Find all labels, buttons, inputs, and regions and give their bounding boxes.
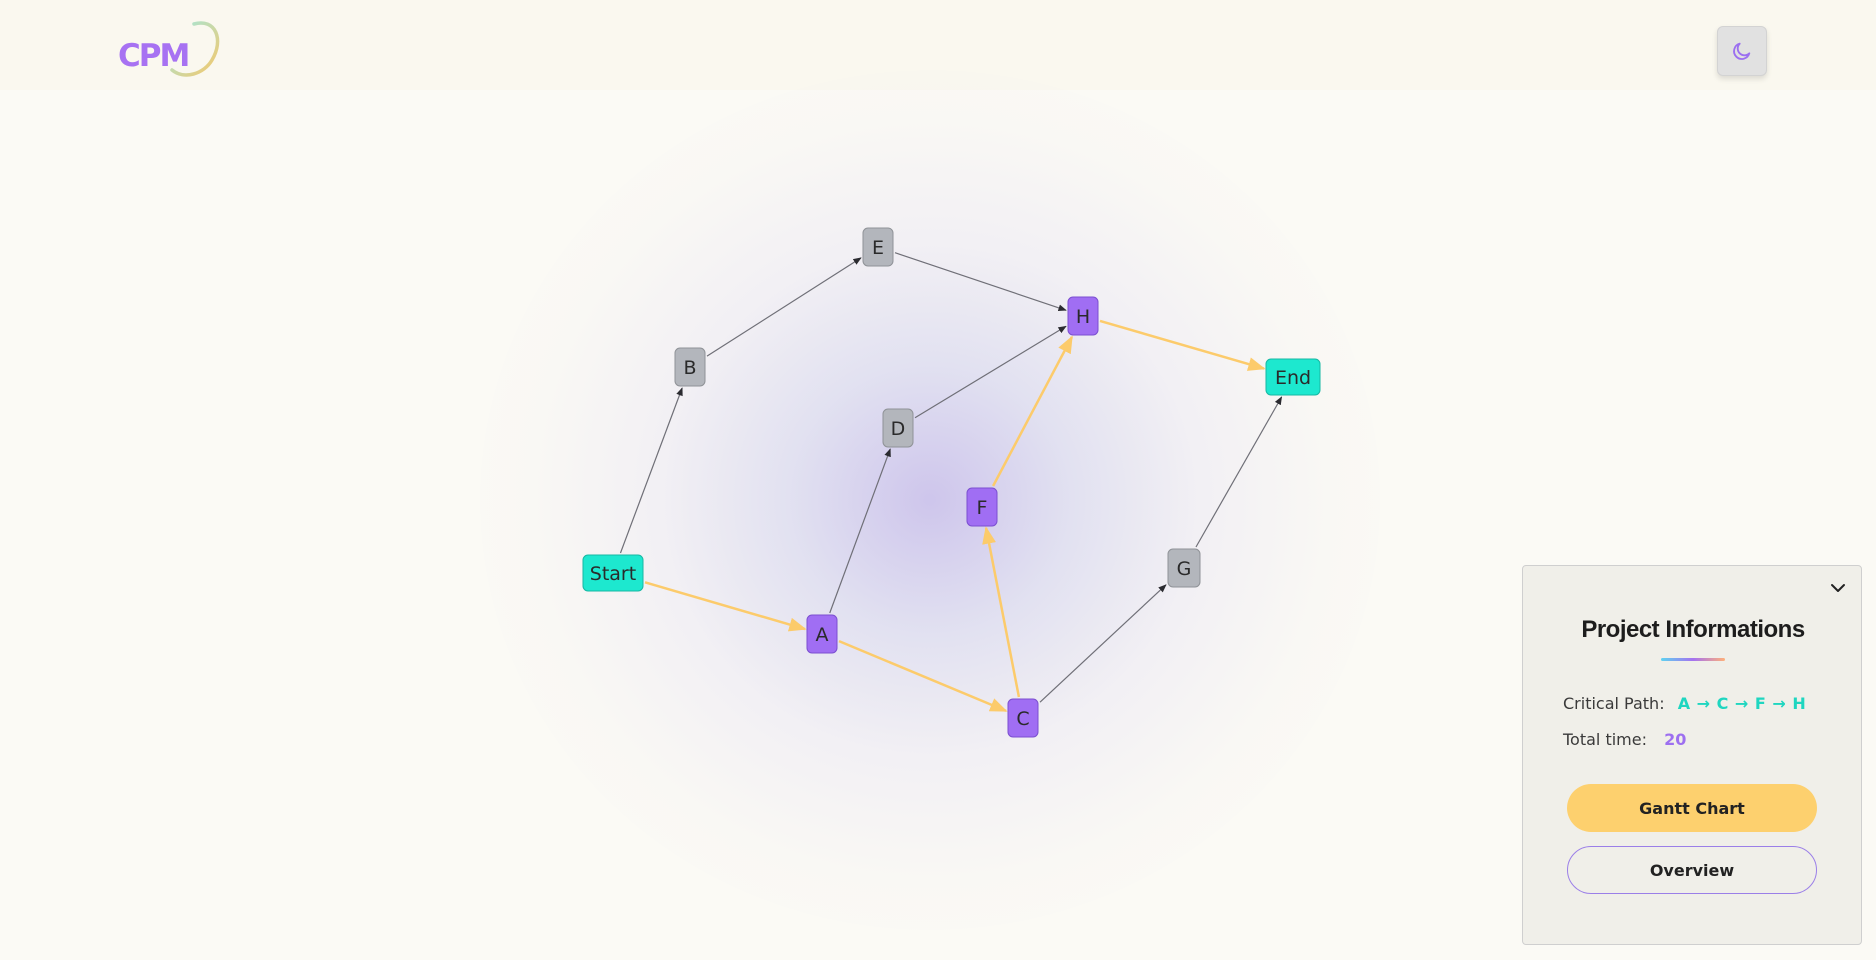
critical-path-value: A → C → F → H xyxy=(1677,694,1807,713)
edge-C-F xyxy=(982,526,1021,698)
background-glow xyxy=(480,70,1380,930)
total-time-label: Total time: xyxy=(1563,730,1647,749)
node-label: C xyxy=(1016,708,1029,730)
edge-A-C xyxy=(838,639,1008,713)
total-time-value: 20 xyxy=(1664,730,1687,749)
node-start[interactable]: Start xyxy=(582,554,644,592)
edge-start-A xyxy=(644,581,807,632)
panel-title: Project Informations xyxy=(1581,616,1805,643)
node-box xyxy=(1067,296,1099,336)
node-box xyxy=(582,554,644,592)
node-a[interactable]: A xyxy=(806,614,838,654)
edge-B-E xyxy=(706,257,862,357)
node-b[interactable]: B xyxy=(674,347,706,387)
node-end[interactable]: End xyxy=(1265,358,1321,396)
node-box xyxy=(882,408,914,448)
node-label: D xyxy=(891,418,906,440)
node-box xyxy=(862,227,894,267)
edge-D-H xyxy=(914,325,1067,419)
critical-path-row: Critical Path: A → C → F → H xyxy=(1563,694,1806,713)
node-f[interactable]: F xyxy=(966,487,998,527)
node-box xyxy=(674,347,706,387)
node-d[interactable]: D xyxy=(882,408,914,448)
node-box xyxy=(1167,548,1201,588)
chevron-down-icon[interactable] xyxy=(1828,578,1848,598)
node-label: End xyxy=(1275,367,1311,389)
moon-icon xyxy=(1733,42,1751,60)
node-label: H xyxy=(1076,306,1090,328)
gantt-chart-button[interactable]: Gantt Chart xyxy=(1567,784,1817,832)
node-box xyxy=(1007,698,1039,738)
node-box xyxy=(806,614,838,654)
edge-C-G xyxy=(1039,584,1167,703)
node-box xyxy=(1265,358,1321,396)
node-label: G xyxy=(1177,558,1192,580)
node-c[interactable]: C xyxy=(1007,698,1039,738)
edge-G-end xyxy=(1195,396,1283,548)
total-time-row: Total time: 20 xyxy=(1563,730,1686,749)
theme-toggle-button[interactable] xyxy=(1717,26,1767,76)
node-h[interactable]: H xyxy=(1067,296,1099,336)
node-label: B xyxy=(683,357,696,379)
critical-path-label: Critical Path: xyxy=(1563,694,1665,713)
title-underline xyxy=(1661,658,1725,661)
edge-E-H xyxy=(894,252,1067,312)
cpm-logo[interactable]: CPM xyxy=(116,18,226,84)
edge-H-end xyxy=(1099,319,1266,371)
node-label: A xyxy=(816,624,829,646)
node-e[interactable]: E xyxy=(862,227,894,267)
node-label: E xyxy=(872,237,884,259)
node-g[interactable]: G xyxy=(1167,548,1201,588)
edge-A-D xyxy=(829,448,891,614)
node-label: F xyxy=(977,497,988,519)
node-label: Start xyxy=(590,563,636,585)
overview-button[interactable]: Overview xyxy=(1567,846,1817,894)
edge-F-H xyxy=(991,335,1074,487)
project-info-panel: Project Informations Critical Path: A → … xyxy=(1522,565,1862,945)
edge-start-B xyxy=(619,387,683,554)
svg-text:CPM: CPM xyxy=(118,38,188,74)
node-box xyxy=(966,487,998,527)
